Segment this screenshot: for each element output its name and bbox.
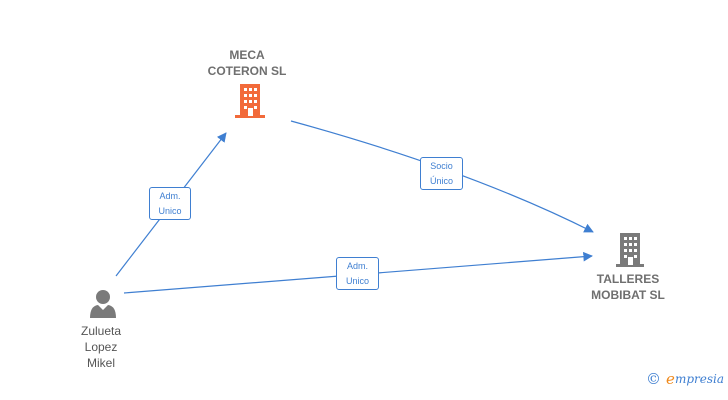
company-name-meca[interactable]: MECA COTERON SL [207,48,287,78]
edge-label-adm-unico-talleres: Adm. Unico [336,257,379,290]
empresia-watermark: © e mpresia [646,370,724,388]
edge-label-socio-unico: Socio Único [420,157,463,190]
brand-name: mpresia [674,372,724,386]
person-icon[interactable] [90,290,116,318]
brand-initial: e [666,370,675,388]
building-icon[interactable] [616,233,644,267]
company-name-talleres[interactable]: TALLERES MOBIBAT SL [591,272,665,302]
person-name[interactable]: Zulueta Lopez Mikel [80,324,122,370]
edge-label-adm-unico-meca: Adm. Unico [149,187,191,220]
copyright-icon: © [646,370,662,388]
building-icon[interactable] [235,84,265,118]
